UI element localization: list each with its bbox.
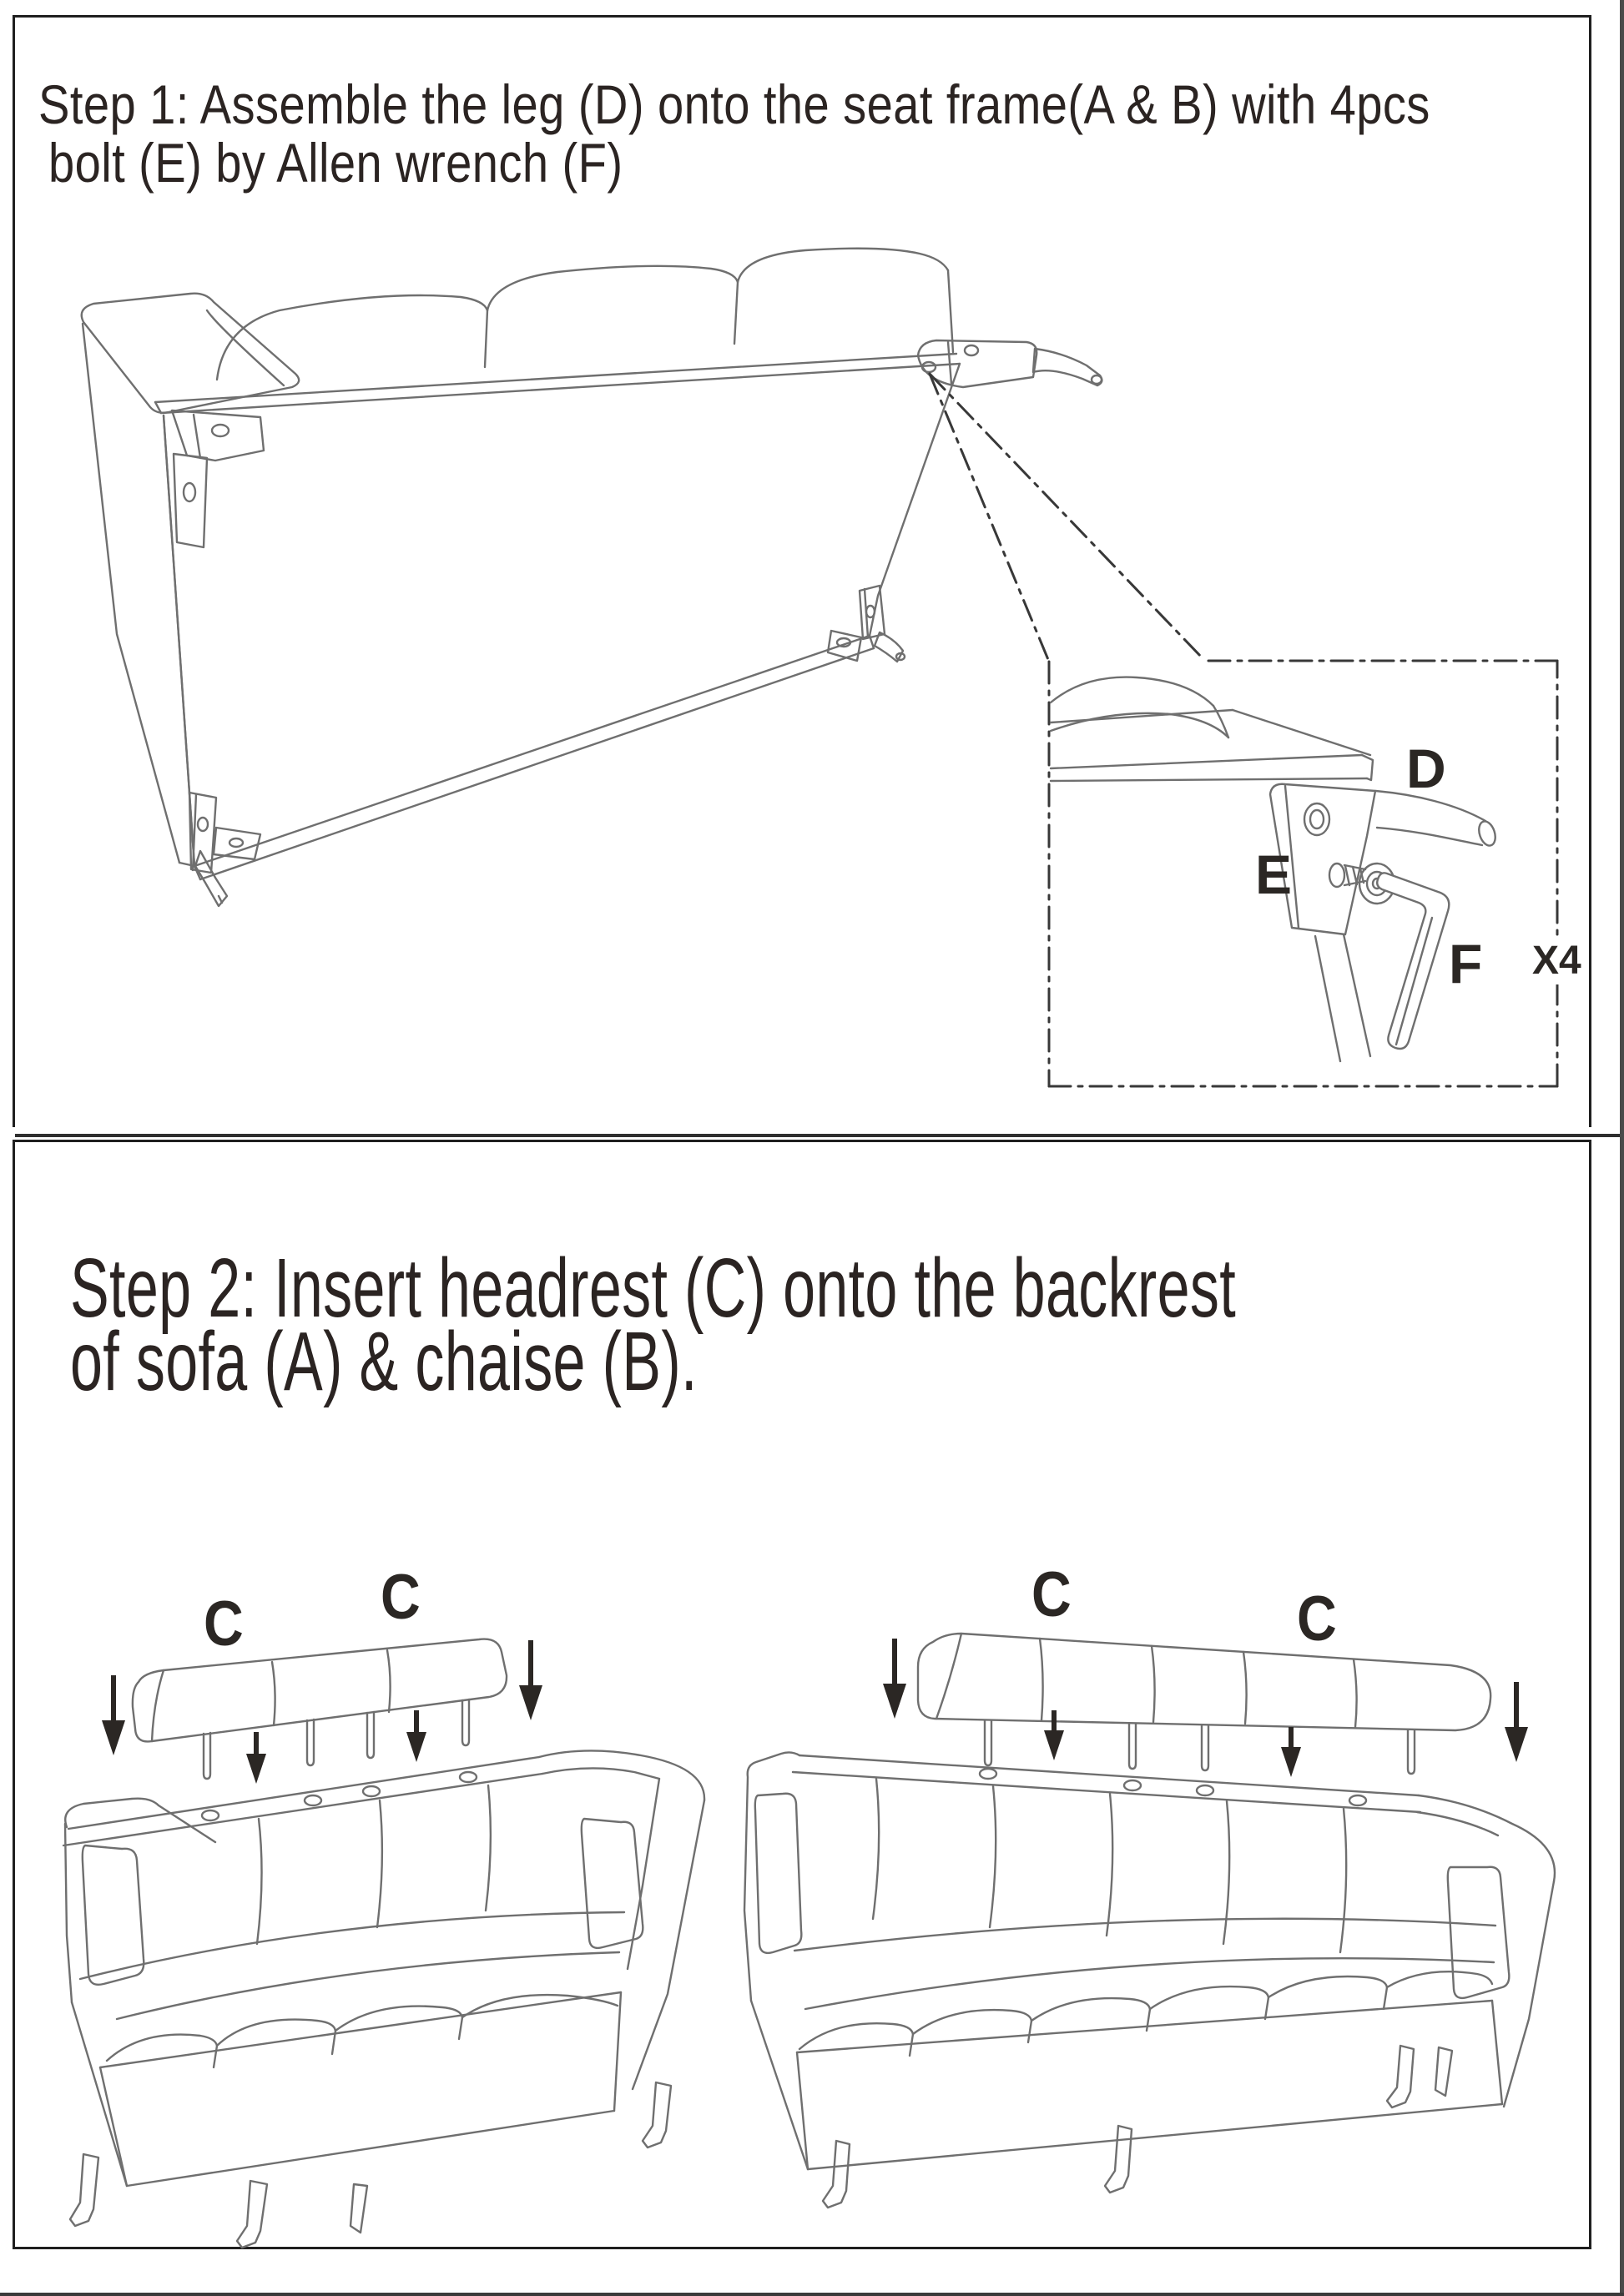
step2-panel <box>13 1140 1591 2249</box>
down-arrow-icon <box>1281 1727 1301 1777</box>
headrest-a-drawing <box>131 1638 508 1780</box>
label-wrench-f: F <box>1449 933 1483 994</box>
label-headrest-c-1: C <box>204 1589 244 1659</box>
label-leg-d: D <box>1406 738 1446 799</box>
step2-title-line1: Step 2: Insert headrest (C) onto the bac… <box>70 1241 1237 1335</box>
headrest-b-drawing <box>916 1632 1492 1775</box>
down-arrow-icon <box>406 1710 426 1762</box>
corner-bracket-top-left <box>170 409 265 549</box>
label-headrest-c-3: C <box>1031 1559 1072 1630</box>
detail-inset-drawing <box>1049 676 1496 1063</box>
panel-divider <box>15 1134 1624 1137</box>
label-bolt-e: E <box>1255 843 1293 905</box>
corner-bracket-bottom-left <box>188 791 262 908</box>
step1-title-line2: bolt (E) by Allen wrench (F) <box>48 132 623 194</box>
down-arrow-icon <box>883 1639 906 1719</box>
detail-callout-box <box>928 372 1559 1088</box>
down-arrow-icon <box>1044 1710 1064 1760</box>
sofa-a-drawing <box>62 1638 706 2249</box>
label-headrest-c-2: C <box>381 1562 421 1633</box>
step2-title-line2: of sofa (A) & chaise (B). <box>70 1315 698 1408</box>
step1-panel <box>13 15 1591 1127</box>
insertion-arrows <box>102 1639 1528 1784</box>
label-headrest-c-4: C <box>1297 1584 1337 1654</box>
page-edge-bottom <box>0 2293 1624 2296</box>
allen-wrench-drawing <box>1375 872 1450 1050</box>
down-arrow-icon <box>102 1675 125 1755</box>
label-quantity-x4: X4 <box>1526 938 1588 984</box>
page-edge-right <box>1620 0 1624 2296</box>
down-arrow-icon <box>1505 1682 1528 1762</box>
sofa-b-drawing <box>743 1632 1556 2209</box>
bolt-drawing <box>1328 862 1367 889</box>
step1-title-line1: Step 1: Assemble the leg (D) onto the se… <box>38 73 1430 135</box>
corner-bracket-bottom-right <box>826 584 906 663</box>
down-arrow-icon <box>519 1640 542 1720</box>
sofa-frame-bottom-view-drawing <box>80 247 1103 908</box>
down-arrow-icon <box>246 1732 266 1784</box>
